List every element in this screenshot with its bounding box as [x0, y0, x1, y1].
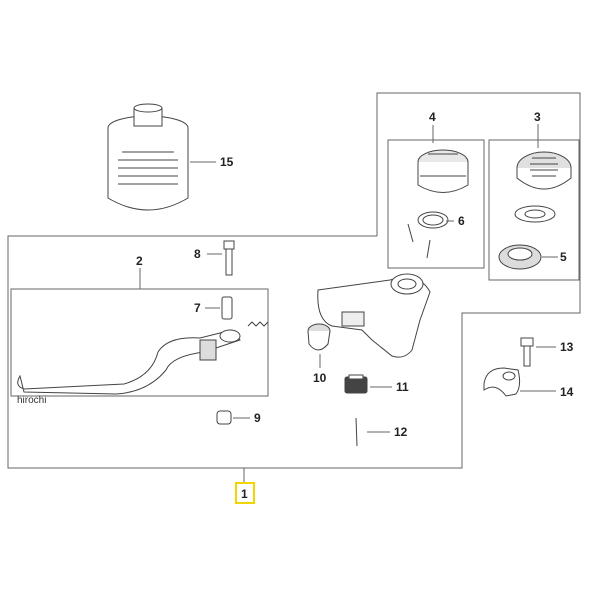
clamp-14: [483, 367, 521, 397]
callout-5: 5: [560, 250, 567, 264]
callout-13: 13: [560, 340, 574, 354]
bushing-7: [221, 296, 233, 320]
callout-7: 7: [194, 301, 201, 315]
callout-8: 8: [194, 247, 201, 261]
callout-15: 15: [220, 155, 234, 169]
bolt-8: [223, 240, 235, 276]
callout-14: 14: [560, 385, 574, 399]
rubber-boot-10: [307, 323, 331, 351]
highlight-box: [235, 482, 255, 504]
assembly-1-outline: [7, 92, 581, 469]
reservoir-cap-4: [407, 149, 469, 259]
callout-1: 1: [241, 487, 248, 501]
callout-4: 4: [429, 110, 436, 124]
reservoir-cap-3: [498, 151, 572, 270]
callout-6: 6: [458, 214, 465, 228]
callout-11: 11: [396, 380, 409, 394]
bolt-13: [520, 337, 534, 367]
callout-9: 9: [254, 411, 261, 425]
screw-12: [355, 417, 358, 447]
watermark-text: hirochi: [17, 395, 46, 406]
callout-3: 3: [534, 110, 541, 124]
callout-10: 10: [313, 371, 327, 385]
switch-11: [344, 374, 368, 394]
callout-2: 2: [136, 254, 143, 268]
reservoir-cap-4-outline: [387, 139, 485, 269]
brake-fluid-can: [107, 103, 189, 211]
callout-12: 12: [394, 425, 408, 439]
master-cylinder-housing: [317, 273, 431, 358]
reservoir-cap-3-outline: [488, 139, 580, 281]
clutch-lever-2: [17, 321, 269, 395]
nut-9: [216, 410, 232, 425]
